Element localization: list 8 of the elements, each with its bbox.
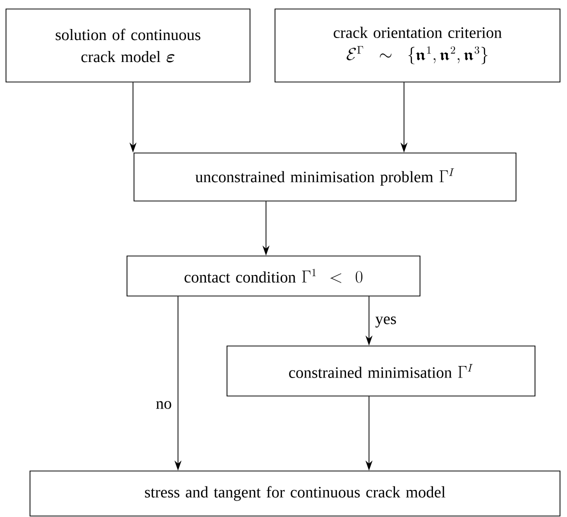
edge-label: no xyxy=(156,401,172,409)
process-box: contact condition $\Gamma^1 < 0$ xyxy=(126,256,420,296)
process-box: stress and tangent for continuous crack model xyxy=(30,470,560,516)
edge-label: yes xyxy=(375,316,396,328)
process-box: unconstrained minimisation problem $\Gamma^{I}$ xyxy=(134,152,516,202)
process-box: constrained minimisation $\Gamma^{I}$ xyxy=(226,346,536,396)
process-box: solution of continuous crack model $\boldsymbol{\varepsilon}$ xyxy=(6,8,250,82)
process-box: crack orientation criterion $\mathcal{E}^{\Gamma} \sim \{\boldsymbol{\mathfrak{n}}^1, \boldsymbol{\mathfrak{n}}^2, \boldsymbol{\mathfrak{n}}^3\}$ xyxy=(274,8,560,82)
